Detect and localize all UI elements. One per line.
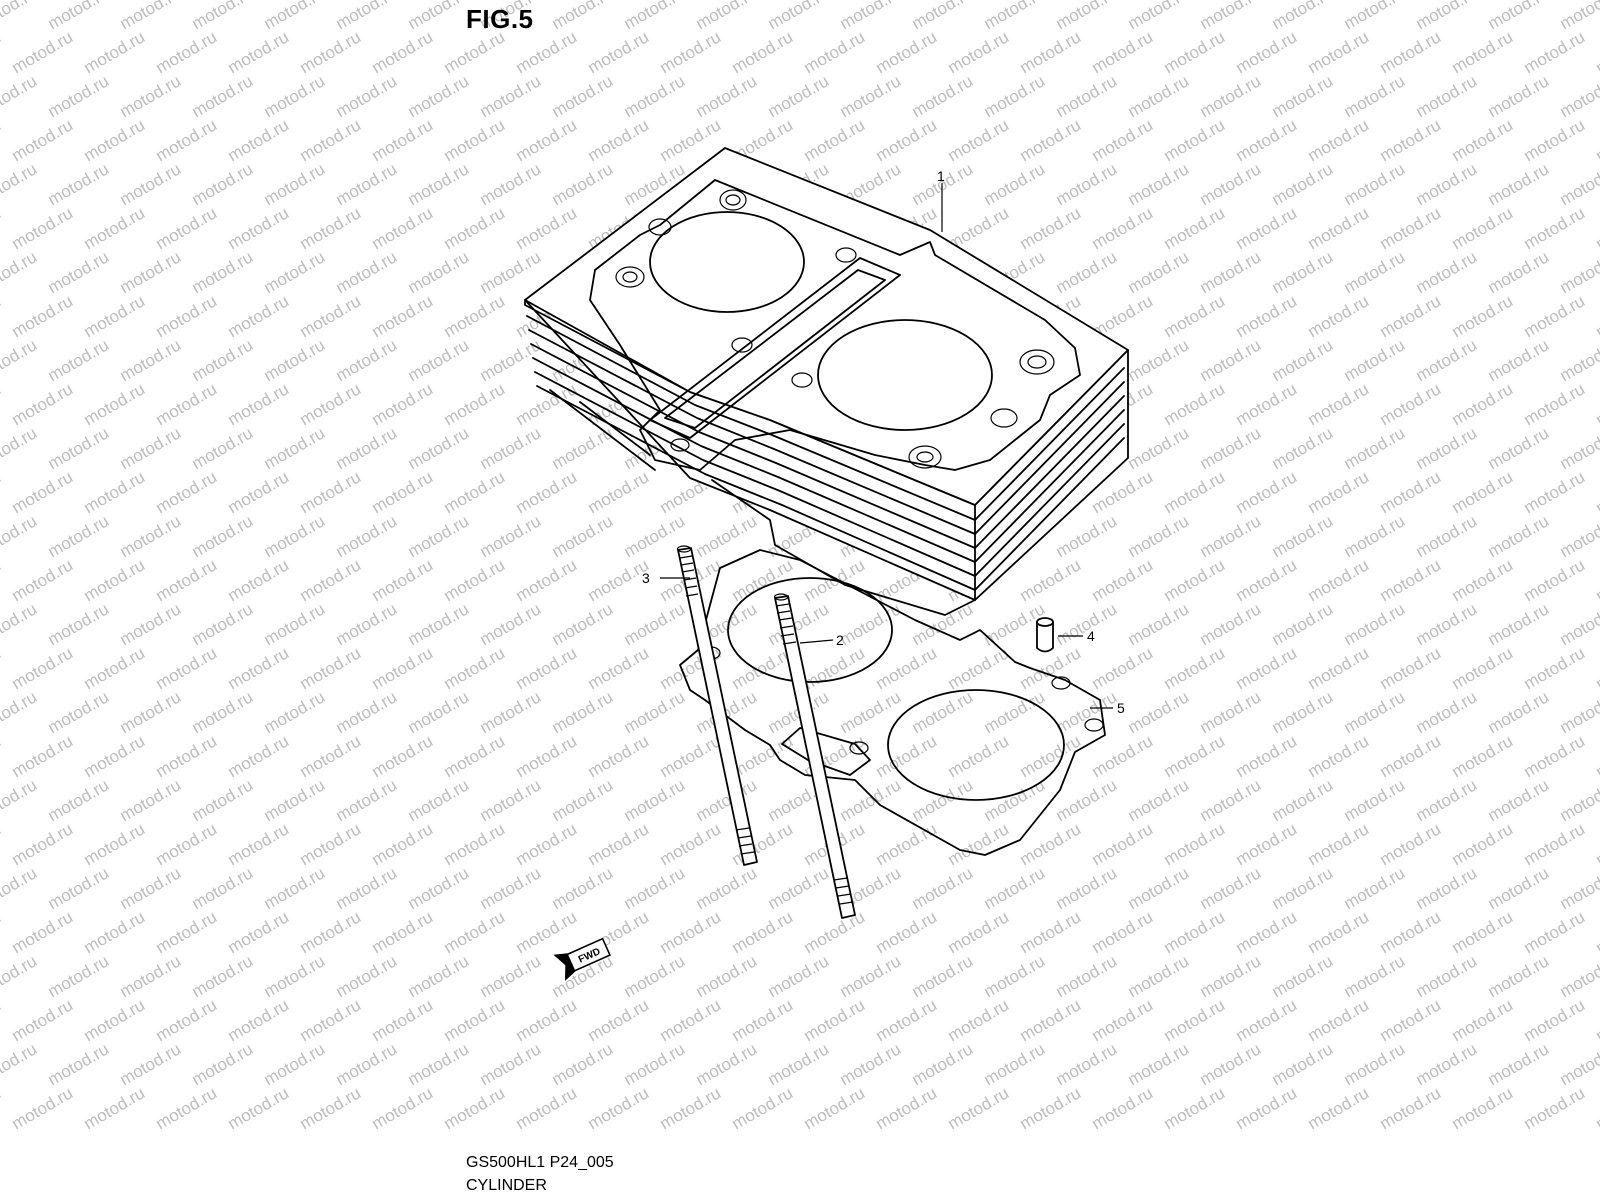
callout-1: 1 (937, 168, 945, 184)
leader-lines (660, 183, 1113, 709)
callout-4: 4 (1087, 628, 1095, 644)
dowel-pin-4 (1036, 617, 1054, 653)
fwd-arrow-icon: FWD (553, 937, 611, 981)
cylinder-block (524, 147, 1129, 616)
callout-2: 2 (836, 632, 844, 648)
callout-5: 5 (1117, 700, 1125, 716)
stud-bolt-2 (773, 593, 856, 919)
assembly-name: CYLINDER (466, 1177, 547, 1194)
figure-title: FIG.5 (466, 4, 534, 34)
drawing-code: GS500HL1 P24_005 (466, 1154, 614, 1171)
stud-bolt-3 (676, 545, 758, 866)
callout-3: 3 (642, 570, 650, 586)
